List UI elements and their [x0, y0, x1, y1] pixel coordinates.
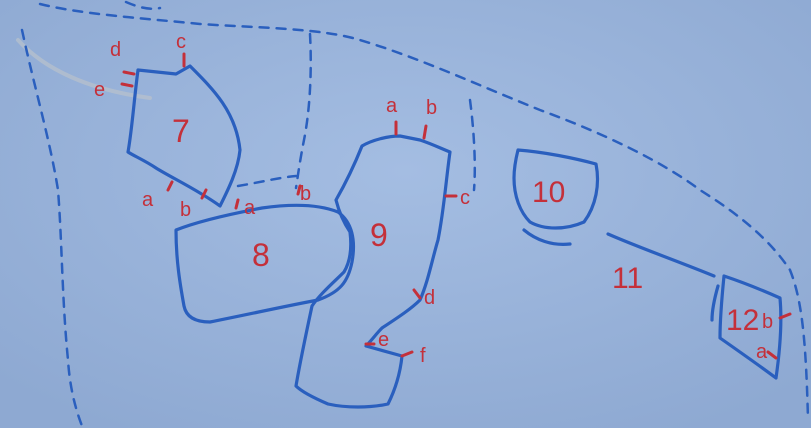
piece-12-outline: [718, 274, 783, 380]
label-9-d: d: [424, 287, 435, 309]
label-7-d: d: [110, 39, 121, 61]
piece-9-outline: [294, 134, 452, 409]
label-12: 12: [726, 304, 759, 337]
label-12-b: b: [762, 311, 773, 333]
label-9-c: c: [460, 187, 470, 209]
piece-8-outline: [174, 203, 356, 324]
piece-7-outline: [126, 64, 242, 208]
tick-marks: [120, 52, 792, 360]
label-9: 9: [370, 217, 388, 253]
label-9-a: a: [386, 95, 398, 117]
label-9-f: f: [420, 345, 426, 367]
label-8-a: a: [244, 197, 256, 219]
outlines: [126, 64, 783, 409]
label-8: 8: [252, 237, 270, 273]
label-11: 11: [612, 262, 643, 295]
label-12-a: a: [756, 341, 768, 363]
label-10: 10: [532, 176, 565, 209]
pencil-stroke: [16, 38, 152, 100]
label-8-b: b: [300, 183, 311, 205]
labels: 7 c d e a b 8 a b 9 a b c d e f 10 11 12…: [94, 31, 773, 367]
piece-10-outline: [512, 148, 600, 230]
piece-11-edge-lower: [710, 284, 720, 322]
piece-11-edge: [606, 232, 716, 278]
piece-10-underline: [522, 228, 572, 246]
label-9-e: e: [378, 329, 389, 351]
label-7: 7: [172, 113, 190, 149]
label-9-b: b: [426, 97, 437, 119]
label-7-a: a: [142, 189, 154, 211]
label-7-c: c: [176, 31, 186, 53]
label-7-e: e: [94, 79, 105, 101]
label-7-b: b: [180, 199, 191, 221]
dashed-boundary: [20, 0, 810, 428]
